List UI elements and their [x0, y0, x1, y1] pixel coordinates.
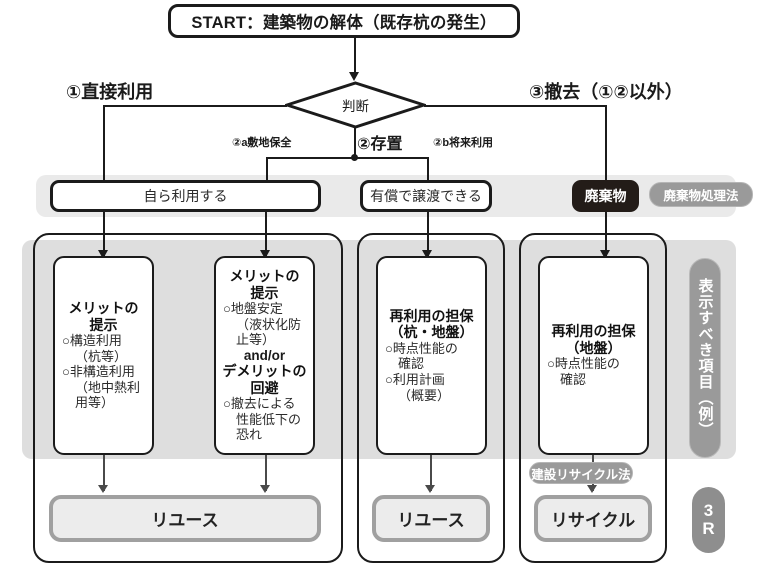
detail-line: 恐れ [236, 427, 263, 443]
connector-decision-left-horizontal [103, 105, 287, 107]
arrowhead-start-to-decision [349, 72, 359, 81]
detail-head: メリットの提示 [68, 300, 139, 333]
connector-decision-down [354, 128, 356, 158]
three-r-digit: 3 [703, 501, 714, 521]
arrowhead-reuse-left-b [260, 485, 270, 493]
detail-head: 再利用の担保（地盤） [551, 323, 636, 356]
detail-line: （杭等） [75, 348, 128, 364]
detail-body: ○地盤安定（液状化防止等） [219, 301, 310, 348]
detail-body: ○時点性能の確認 [543, 356, 644, 387]
branch-label-right: ③撤去（①②以外） [529, 82, 683, 102]
connector-guarantee-to-reuse [430, 455, 432, 491]
group-container-transfer [357, 233, 505, 563]
detail-body-2: ○撤去による性能低下の恐れ [219, 396, 310, 443]
branch-label-mid: ②存置 [357, 136, 403, 153]
branch-label-left: ①直接利用 [66, 82, 154, 102]
detail-box-reuse-guarantee: 再利用の担保（杭・地盤） ○時点性能の確認○利用計画（概要） [376, 256, 487, 455]
detail-body: ○時点性能の確認○利用計画（概要） [381, 341, 482, 403]
group-container-waste [519, 233, 667, 563]
outcome-reuse-mid: リユース [372, 495, 490, 542]
detail-line: ○利用計画 [385, 372, 445, 388]
process-self-use: 自ら利用する [50, 180, 321, 212]
branch-label-mid-b: ②b将来利用 [433, 137, 494, 149]
detail-line: ○構造利用 [62, 333, 122, 349]
law-pill-waste-disposal: 廃棄物処理法 [649, 182, 753, 207]
arrowhead-reuse-guarantee-ground [600, 250, 610, 259]
detail-line: （概要） [398, 387, 451, 403]
connector-decision-right-vertical [605, 105, 607, 180]
detail-head: 再利用の担保（杭・地盤） [389, 307, 474, 341]
arrowhead-merit1 [98, 250, 108, 259]
decision-diamond: 判断 [285, 81, 426, 129]
side-pill-display-items: 表示すべき項目（例） [689, 258, 721, 458]
connector-merit1-to-reuse [103, 455, 105, 491]
outcome-reuse-left: リユース [49, 495, 321, 542]
process-waste: 廃棄物 [572, 180, 639, 212]
decision-label: 判断 [342, 99, 369, 114]
connector-mid-left-vertical [266, 157, 268, 180]
side-pill-3r: 3 R [692, 487, 725, 553]
detail-body: ○構造利用（杭等）○非構造利用（地中熱利用等） [58, 333, 149, 411]
detail-box-merit-structural: メリットの提示 ○構造利用（杭等）○非構造利用（地中熱利用等） [53, 256, 154, 455]
detail-box-reuse-guarantee-ground: 再利用の担保（地盤） ○時点性能の確認 [538, 256, 649, 455]
detail-andor: and/or [243, 348, 286, 363]
detail-head: メリットの提示 [229, 268, 300, 301]
connector-merit2-to-reuse [265, 455, 267, 491]
arrowhead-recycle [587, 485, 597, 493]
law-pill-construction-recycling: 建設リサイクル法 [529, 462, 633, 484]
detail-line: ○時点性能の [385, 340, 458, 356]
arrowhead-reuse-left-a [98, 485, 108, 493]
detail-line: ○非構造利用 [62, 364, 135, 380]
detail-line: 確認 [560, 372, 587, 388]
detail-line: 用等） [75, 395, 115, 411]
detail-line: ○地盤安定 [223, 301, 283, 317]
detail-head-2: デメリットの回避 [222, 363, 307, 396]
detail-line: （液状化防 [236, 316, 302, 332]
detail-line: （地中熱利 [75, 379, 141, 395]
connector-start-to-decision [354, 38, 356, 74]
connector-mid-right-vertical [427, 157, 429, 180]
connector-decision-right-horizontal [424, 105, 607, 107]
three-r-letter: R [702, 519, 715, 538]
detail-line: ○撤去による [223, 396, 296, 412]
arrowhead-merit2 [260, 250, 270, 259]
connector-mid-split-horizontal [266, 157, 429, 159]
outcome-recycle: リサイクル [534, 495, 652, 542]
group-container-self-use [33, 233, 343, 563]
arrowhead-reuse-guarantee [422, 250, 432, 259]
connector-decision-left-vertical [103, 105, 105, 180]
detail-line: 確認 [398, 356, 425, 372]
detail-line: 性能低下の [236, 411, 302, 427]
process-paid-transfer: 有償で譲渡できる [360, 180, 492, 212]
detail-line: 止等） [236, 332, 276, 348]
arrowhead-reuse-mid [425, 485, 435, 493]
start-terminator: START：建築物の解体（既存杭の発生） [168, 4, 520, 38]
branch-label-mid-a: ②a敷地保全 [232, 137, 292, 149]
detail-line: ○時点性能の [547, 356, 620, 372]
detail-box-merit-ground: メリットの提示 ○地盤安定（液状化防止等） and/or デメリットの回避 ○撤… [214, 256, 315, 455]
